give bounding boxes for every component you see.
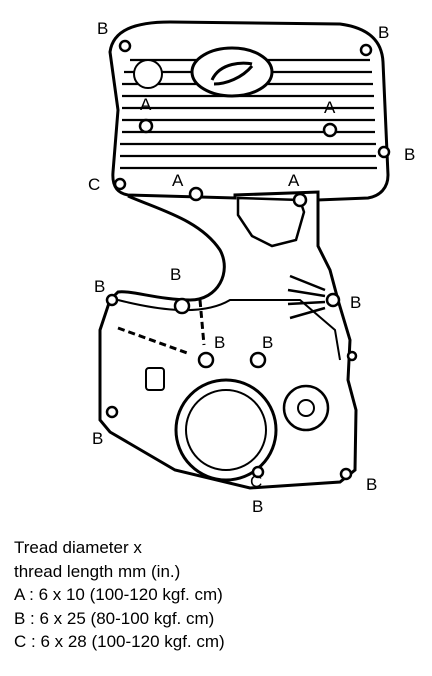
legend-line-c: C : 6 x 28 (100-120 kgf. cm): [14, 632, 225, 651]
label-b-right-upper: B: [404, 145, 415, 164]
label-a-top-left: A: [140, 95, 152, 114]
legend-line-a: A : 6 x 10 (100-120 kgf. cm): [14, 585, 223, 604]
label-a-mid-right: A: [288, 171, 300, 190]
label-b-center-right: B: [262, 333, 273, 352]
label-b-bottom-right: B: [366, 475, 377, 494]
legend-line-b: B : 6 x 25 (80-100 kgf. cm): [14, 608, 215, 628]
side-ribs: [287, 274, 326, 320]
label-b-top-right: B: [378, 23, 389, 42]
emblem-logo: [190, 46, 274, 98]
label-b-right-mid: B: [350, 293, 361, 312]
filler-cap: [133, 59, 163, 89]
legend-heading-2: thread length mm (in.): [14, 561, 181, 581]
torque-legend: Tread diameter x thread length mm (in.) …: [14, 536, 424, 654]
legend-heading-1: Tread diameter x: [14, 538, 142, 557]
lower-cover-outline: [98, 194, 358, 490]
label-a-top-right: A: [324, 98, 336, 117]
lower-plate-edge: [117, 299, 341, 361]
oil-pump-boss: [282, 384, 330, 432]
label-a-mid-left: A: [172, 171, 184, 190]
label-b-left-lower: B: [92, 429, 103, 448]
cover-fins: [120, 58, 377, 170]
label-b-top-left: B: [97, 19, 108, 38]
grip-pad: [145, 367, 165, 391]
window-bracket: [236, 196, 306, 248]
label-b-left-mid: B: [94, 277, 105, 296]
label-c-left: C: [88, 175, 100, 194]
crankshaft-opening-inner: [185, 389, 267, 471]
dashed-marks: [117, 299, 206, 356]
oil-pump-hole: [297, 399, 315, 417]
crankshaft-opening: [174, 378, 278, 482]
upper-cover-outline: [108, 20, 390, 202]
label-b-bottom: B: [252, 497, 263, 516]
timing-cover-diagram: B B A A B C A A B B B B B B C B B: [88, 19, 415, 516]
label-c-bottom: C: [250, 472, 262, 491]
label-b-inner-upper: B: [170, 265, 181, 284]
label-b-center-left: B: [214, 333, 225, 352]
bolts: [105, 39, 391, 481]
